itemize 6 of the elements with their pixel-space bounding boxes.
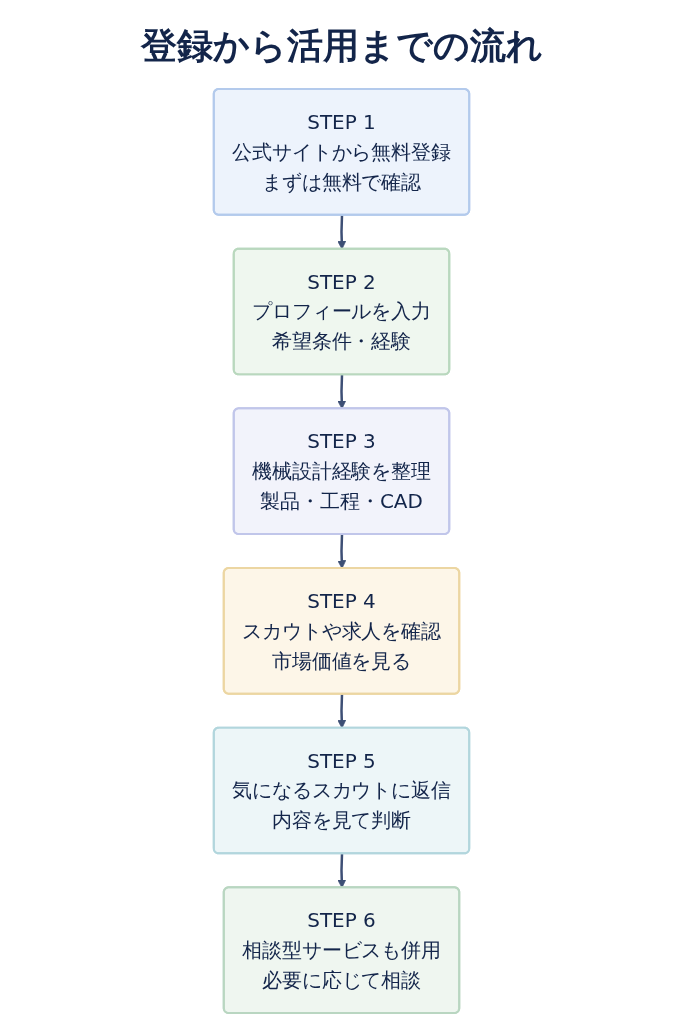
arrow — [337, 374, 347, 410]
arrow — [337, 534, 347, 569]
arrow — [337, 694, 347, 729]
arrow — [337, 215, 347, 250]
title: 登録から活用までの流れ — [139, 24, 544, 68]
arrow — [337, 853, 347, 889]
